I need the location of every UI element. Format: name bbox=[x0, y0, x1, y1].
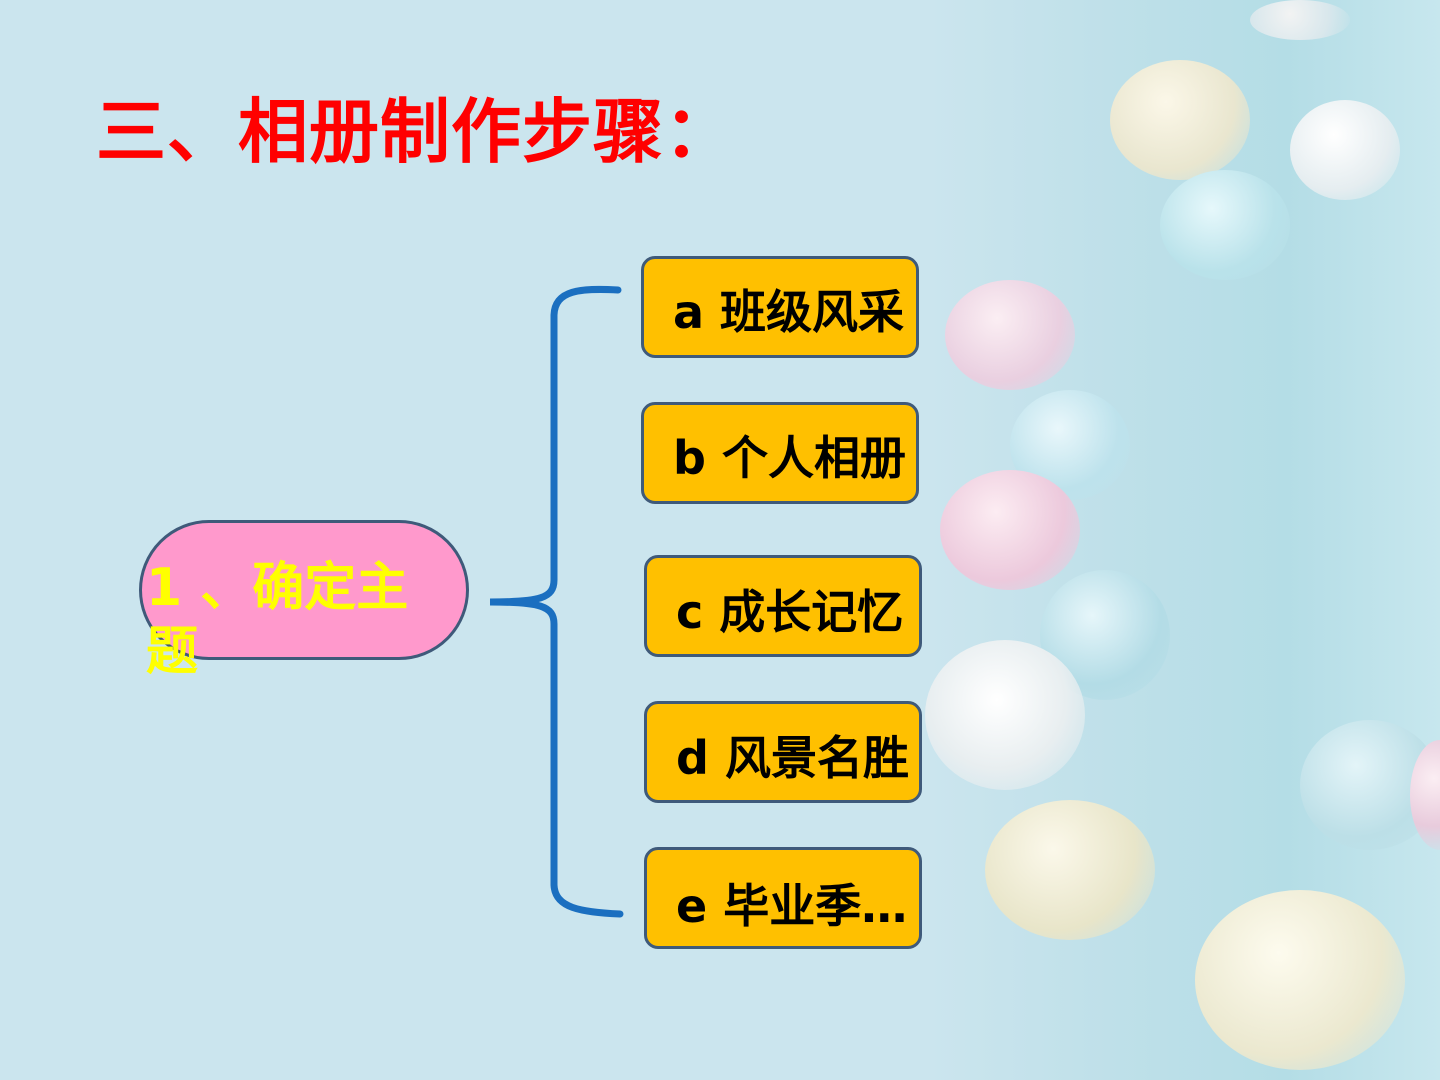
decorative-pebble bbox=[985, 800, 1155, 940]
theme-option-label: d 风景名胜 bbox=[676, 731, 909, 785]
decorative-pebble bbox=[1290, 100, 1400, 200]
decorative-pebble bbox=[1110, 60, 1250, 180]
decorative-pebble bbox=[1250, 0, 1350, 40]
center-node bbox=[139, 520, 469, 660]
decorative-pebble bbox=[925, 640, 1085, 790]
theme-option-label: e 毕业季… bbox=[676, 879, 908, 933]
theme-option-label: c 成长记忆 bbox=[676, 585, 904, 639]
decorative-pebble bbox=[945, 280, 1075, 390]
center-node-label: 1 、确定主题 bbox=[146, 558, 409, 682]
decorative-pebble bbox=[1195, 890, 1405, 1070]
theme-option-box bbox=[644, 701, 922, 803]
theme-option-box bbox=[641, 402, 919, 504]
decorative-pebble bbox=[1160, 170, 1290, 280]
brace-path bbox=[489, 285, 624, 918]
page-title: 三、相册制作步骤： bbox=[96, 91, 735, 173]
theme-option-box bbox=[641, 256, 919, 358]
theme-option-label: b 个人相册 bbox=[673, 431, 906, 485]
decorative-pebble bbox=[940, 470, 1080, 590]
brace-connector bbox=[489, 285, 624, 918]
theme-option-label: a 班级风采 bbox=[673, 285, 905, 339]
theme-option-box bbox=[644, 555, 922, 657]
theme-option-box bbox=[644, 847, 922, 949]
